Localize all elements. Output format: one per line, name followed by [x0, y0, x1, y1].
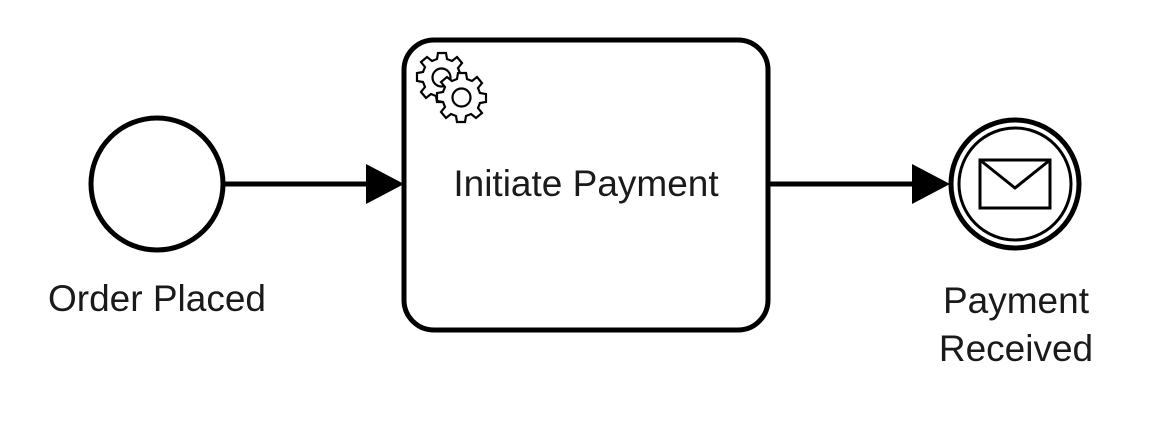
gears-icon	[415, 51, 488, 124]
arrowhead-icon	[912, 164, 950, 204]
arrowhead-icon	[366, 164, 404, 204]
start-event[interactable]	[88, 115, 226, 253]
sequence-flow-task-to-end[interactable]	[770, 164, 950, 204]
task-label: Initiate Payment	[453, 163, 719, 204]
end-event[interactable]	[948, 117, 1082, 251]
task-box[interactable]	[401, 37, 771, 333]
service-task[interactable]	[401, 37, 771, 333]
envelope-icon	[978, 158, 1052, 210]
end-event-label-line-1: Payment	[942, 280, 1089, 321]
end-event-label: Payment Received	[900, 277, 1132, 373]
end-event-label-line-2: Received	[938, 328, 1094, 370]
sequence-flow-start-to-task[interactable]	[224, 164, 404, 204]
start-event-label: Order Placed	[48, 278, 266, 319]
